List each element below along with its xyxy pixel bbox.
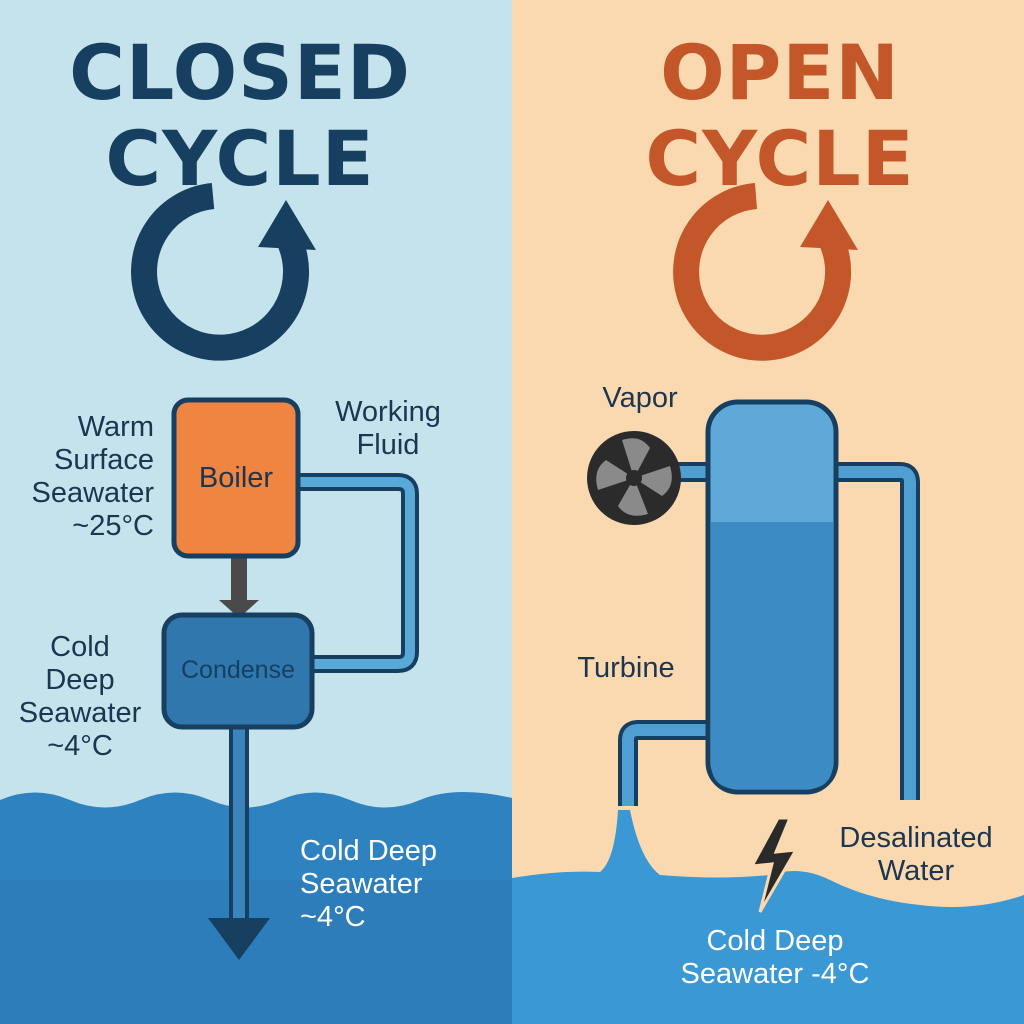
warm-line3: Seawater [31,477,154,509]
cold-line1: Cold [50,631,110,663]
lightning-icon [749,816,799,913]
flash-evaporator-chamber [705,399,839,795]
open-sea-line1: Cold Deep [706,925,844,957]
turbine-fan-icon [587,431,681,525]
open-sea-label: Cold Deep Seawater -4°C [660,925,890,991]
closed-cycle-arrow-icon [131,183,316,361]
cold-line2: Deep [45,664,115,696]
desal-line2: Water [877,855,955,887]
turbine-label: Turbine [577,652,675,684]
closed-title-line2: CYCLE [105,114,375,203]
closed-title-line1: CLOSED [69,28,411,117]
desal-line1: Desalinated [839,822,993,854]
closed-sea-depth [0,880,512,1024]
warm-seawater-label: Warm Surface Seawater ~25°C [10,411,154,543]
boiler [171,397,301,559]
warm-line1: Warm [77,411,154,443]
cold-seawater-label: Cold Deep Seawater ~4°C [10,631,150,763]
open-cycle-arrow-icon [673,183,858,361]
open-cycle-title: OPEN CYCLE [600,30,960,202]
warm-line4: ~25°C [72,510,154,542]
boiler-to-condenser-arrow [219,556,259,618]
working-fluid-line1: Working [335,396,441,428]
open-sea-line2: Seawater -4°C [680,958,870,990]
condenser [161,612,315,730]
open-title-line2: CYCLE [645,114,915,203]
warm-line2: Surface [54,444,154,476]
closed-sea-line3: ~4°C [300,901,366,933]
closed-sea-line2: Seawater [300,868,423,900]
working-fluid-label: Working Fluid [310,396,466,462]
vapor-label: Vapor [602,382,678,414]
cold-line3: Seawater [18,697,142,729]
boiler-label: Boiler [198,462,274,494]
closed-sea-line1: Cold Deep [300,835,438,867]
closed-sea-label: Cold Deep Seawater ~4°C [300,835,460,934]
cold-water-down-arrow [208,720,270,960]
desalinated-water-label: Desalinated Water [826,822,1006,888]
cold-line4: ~4°C [47,730,113,762]
closed-cycle-title: CLOSED CYCLE [60,30,420,202]
open-sea [512,810,1024,1024]
condenser-label: Condense [181,656,295,684]
open-title-line1: OPEN [660,28,900,117]
working-fluid-line2: Fluid [356,429,420,461]
